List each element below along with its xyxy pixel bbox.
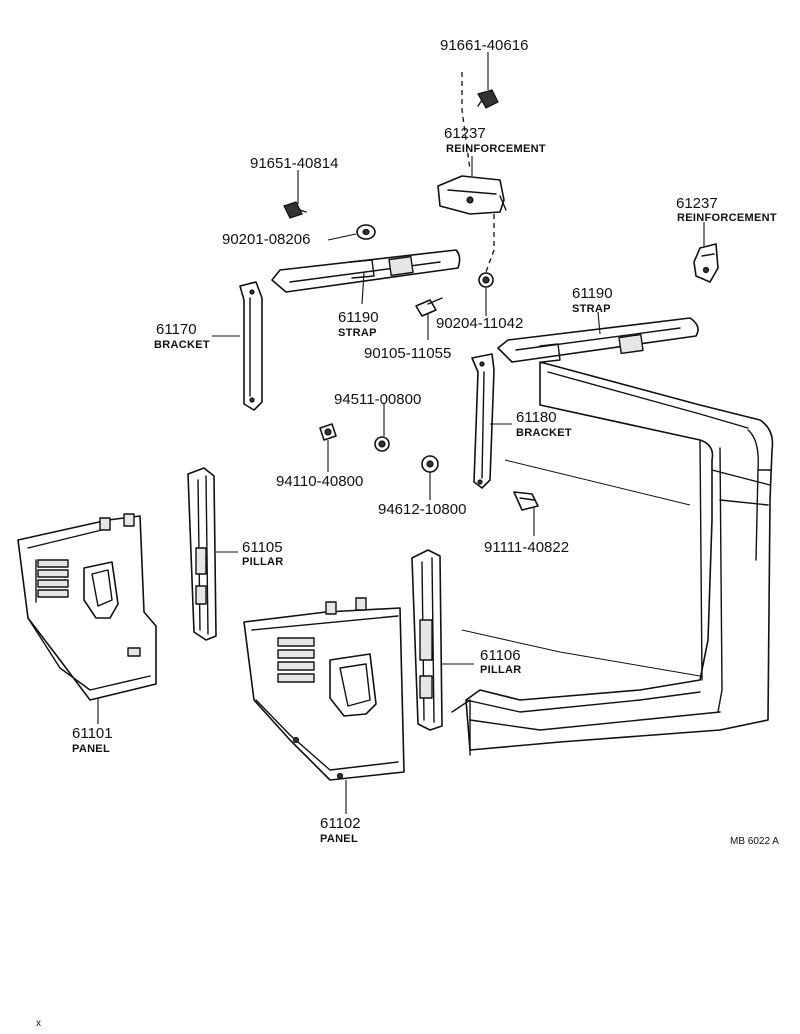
label-61237-upper: 61237 (444, 125, 486, 142)
label-90105-11055: 90105-11055 (364, 345, 451, 362)
label-61180: 61180 (516, 409, 557, 426)
pillar-61106 (411, 549, 443, 731)
bracket-61180 (471, 353, 495, 489)
nut-90204-11042 (478, 272, 494, 288)
name-61190-right: STRAP (572, 303, 611, 315)
label-90201-08206: 90201-08206 (222, 231, 310, 248)
name-61237-upper: REINFORCEMENT (446, 143, 546, 155)
strap-61190-right (497, 317, 699, 363)
drawing-code: MB 6022 A (730, 836, 779, 847)
pillar-61105 (187, 467, 217, 641)
strap-61190-left (271, 249, 461, 293)
label-91661-40616: 91661-40616 (440, 37, 528, 54)
name-61105: PILLAR (242, 556, 284, 568)
bolt-90105-11055 (415, 297, 443, 317)
reinforcement-61237-right (693, 243, 719, 283)
leader-lines (97, 52, 705, 814)
assembly-guide-line (461, 72, 471, 171)
bolt-91661-40616 (477, 89, 499, 109)
label-91651-40814: 91651-40814 (250, 155, 338, 172)
label-61106: 61106 (480, 647, 521, 664)
name-61170: BRACKET (154, 339, 210, 351)
name-61180: BRACKET (516, 427, 572, 439)
bolt-91111-40822 (513, 491, 539, 511)
corner-mark: x (36, 1018, 41, 1029)
nut-94110-40800 (319, 423, 337, 441)
label-61190-left: 61190 (338, 309, 379, 326)
reinforcement-61237-upper (437, 175, 507, 215)
label-94612-10800: 94612-10800 (378, 501, 466, 518)
label-90204-11042: 90204-11042 (436, 315, 523, 332)
label-61190-right: 61190 (572, 285, 613, 302)
label-61105: 61105 (242, 539, 283, 556)
washer-90201-08206 (356, 224, 376, 240)
bolt-91651-40814 (283, 201, 307, 219)
name-61102: PANEL (320, 833, 358, 845)
name-61101: PANEL (72, 743, 110, 755)
washer-94612-10800 (421, 455, 439, 473)
label-61237-right: 61237 (676, 195, 718, 212)
nut-94511-00800 (374, 436, 390, 452)
label-94511-00800: 94511-00800 (334, 391, 421, 408)
panel-61102 (243, 597, 405, 781)
label-61170: 61170 (156, 321, 197, 338)
assembly-guide-line-2 (485, 214, 495, 273)
name-61190-left: STRAP (338, 327, 377, 339)
label-91111-40822: 91111-40822 (484, 539, 569, 556)
panel-61101 (17, 513, 157, 701)
vehicle-body-outline (451, 361, 774, 756)
name-61106: PILLAR (480, 664, 522, 676)
name-61237-right: REINFORCEMENT (677, 212, 777, 224)
label-61102: 61102 (320, 815, 361, 832)
bracket-61170 (239, 281, 263, 411)
label-94110-40800: 94110-40800 (276, 473, 363, 490)
label-61101: 61101 (72, 725, 113, 742)
